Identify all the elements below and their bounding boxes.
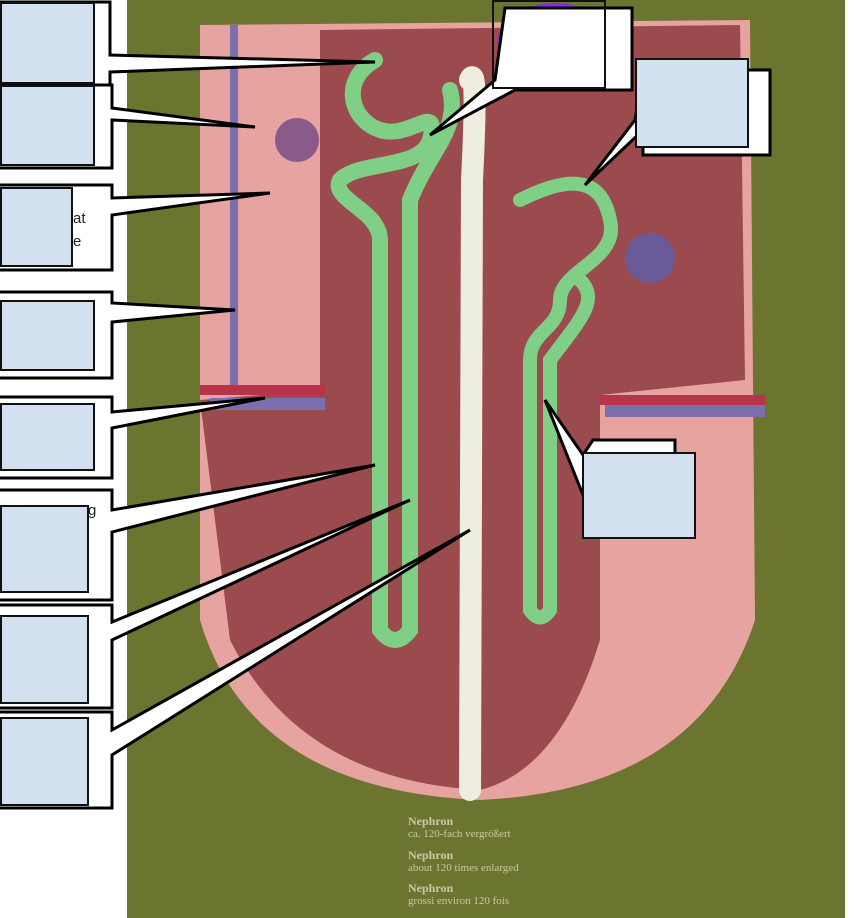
- label-box-11[interactable]: [582, 452, 696, 539]
- nephron-tubule-left: [330, 52, 460, 648]
- label-box-9[interactable]: [492, 0, 606, 89]
- label-box-4[interactable]: [0, 300, 95, 371]
- caption-title: Nephron: [408, 814, 454, 828]
- caption-text: about 120 times enlarged: [408, 862, 519, 874]
- label-box-1[interactable]: [0, 2, 95, 84]
- label-box-10[interactable]: [635, 58, 749, 148]
- label-box-7[interactable]: [0, 615, 89, 704]
- label-box-6[interactable]: [0, 505, 89, 593]
- label-fragment: e: [73, 233, 82, 250]
- label-box-5[interactable]: [0, 403, 95, 471]
- label-box-8[interactable]: [0, 717, 89, 806]
- label-box-3[interactable]: [0, 187, 73, 267]
- glomerulus-2: [625, 233, 675, 283]
- caption-title: Nephron: [408, 848, 454, 862]
- caption-text: grossi environ 120 fois: [408, 895, 510, 907]
- nephron-tubule-right: [513, 176, 619, 625]
- glomerulus: [275, 118, 319, 162]
- caption-text: ca. 120-fach vergrößert: [408, 828, 511, 840]
- label-fragment: at: [73, 210, 86, 227]
- label-fragment: g: [88, 502, 97, 519]
- label-box-2[interactable]: [0, 85, 95, 166]
- collecting-duct: [459, 66, 486, 801]
- caption-title: Nephron: [408, 881, 454, 895]
